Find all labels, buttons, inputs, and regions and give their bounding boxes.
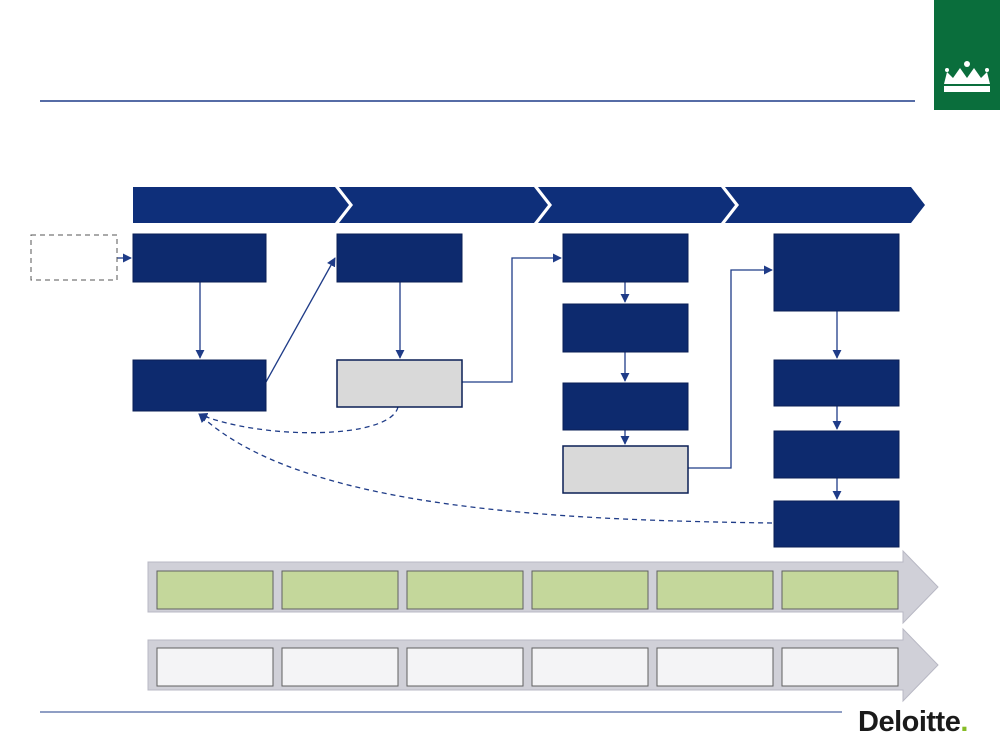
process-box-p12 bbox=[773, 500, 900, 548]
arrow-p2-to-p3 bbox=[265, 257, 336, 383]
band-green-cell-6 bbox=[781, 570, 899, 610]
band-green-cell-5 bbox=[656, 570, 774, 610]
process-box-p6 bbox=[562, 303, 689, 353]
process-box-p5 bbox=[562, 233, 689, 283]
deloitte-logo-dot: . bbox=[960, 706, 968, 738]
phase-chevron-4 bbox=[725, 187, 925, 223]
band-white-cell-2 bbox=[281, 647, 399, 687]
band-white-cell-1 bbox=[156, 647, 274, 687]
arrow-p4-to-p5 bbox=[462, 253, 562, 383]
process-box-p9 bbox=[773, 233, 900, 312]
process-box-p4 bbox=[336, 359, 463, 408]
feedback-arrow-p4-to-p2 bbox=[198, 406, 399, 434]
feedback-arrow-p12-to-p2 bbox=[198, 413, 773, 524]
band-white-cell-5 bbox=[656, 647, 774, 687]
phase-bar bbox=[133, 187, 925, 223]
band-white-cell-3 bbox=[406, 647, 524, 687]
crown-icon bbox=[944, 61, 990, 92]
process-box-p3 bbox=[336, 233, 463, 283]
phase-chevron-2 bbox=[339, 187, 548, 223]
phase-chevron-3 bbox=[538, 187, 735, 223]
deloitte-logo-name: Deloitte bbox=[858, 706, 961, 738]
process-box-p2 bbox=[132, 359, 267, 412]
band-white bbox=[147, 627, 939, 703]
process-box-p11 bbox=[773, 430, 900, 479]
band-white-cell-4 bbox=[531, 647, 649, 687]
band-green-cell-4 bbox=[531, 570, 649, 610]
deloitte-logo: Deloitte. bbox=[858, 706, 968, 739]
process-box-p1 bbox=[132, 233, 267, 283]
band-green bbox=[147, 549, 939, 625]
process-boxes bbox=[132, 233, 900, 548]
process-box-p10 bbox=[773, 359, 900, 407]
arrow-p8-to-p9 bbox=[688, 265, 773, 469]
band-white-cell-6 bbox=[781, 647, 899, 687]
band-green-cell-1 bbox=[156, 570, 274, 610]
process-box-p8 bbox=[562, 445, 689, 494]
band-green-cell-3 bbox=[406, 570, 524, 610]
band-green-cell-2 bbox=[281, 570, 399, 610]
crest-logo bbox=[934, 0, 1000, 110]
phase-chevron-1 bbox=[133, 187, 349, 223]
input-box bbox=[30, 234, 118, 281]
connectors bbox=[117, 253, 842, 524]
process-box-p7 bbox=[562, 382, 689, 431]
